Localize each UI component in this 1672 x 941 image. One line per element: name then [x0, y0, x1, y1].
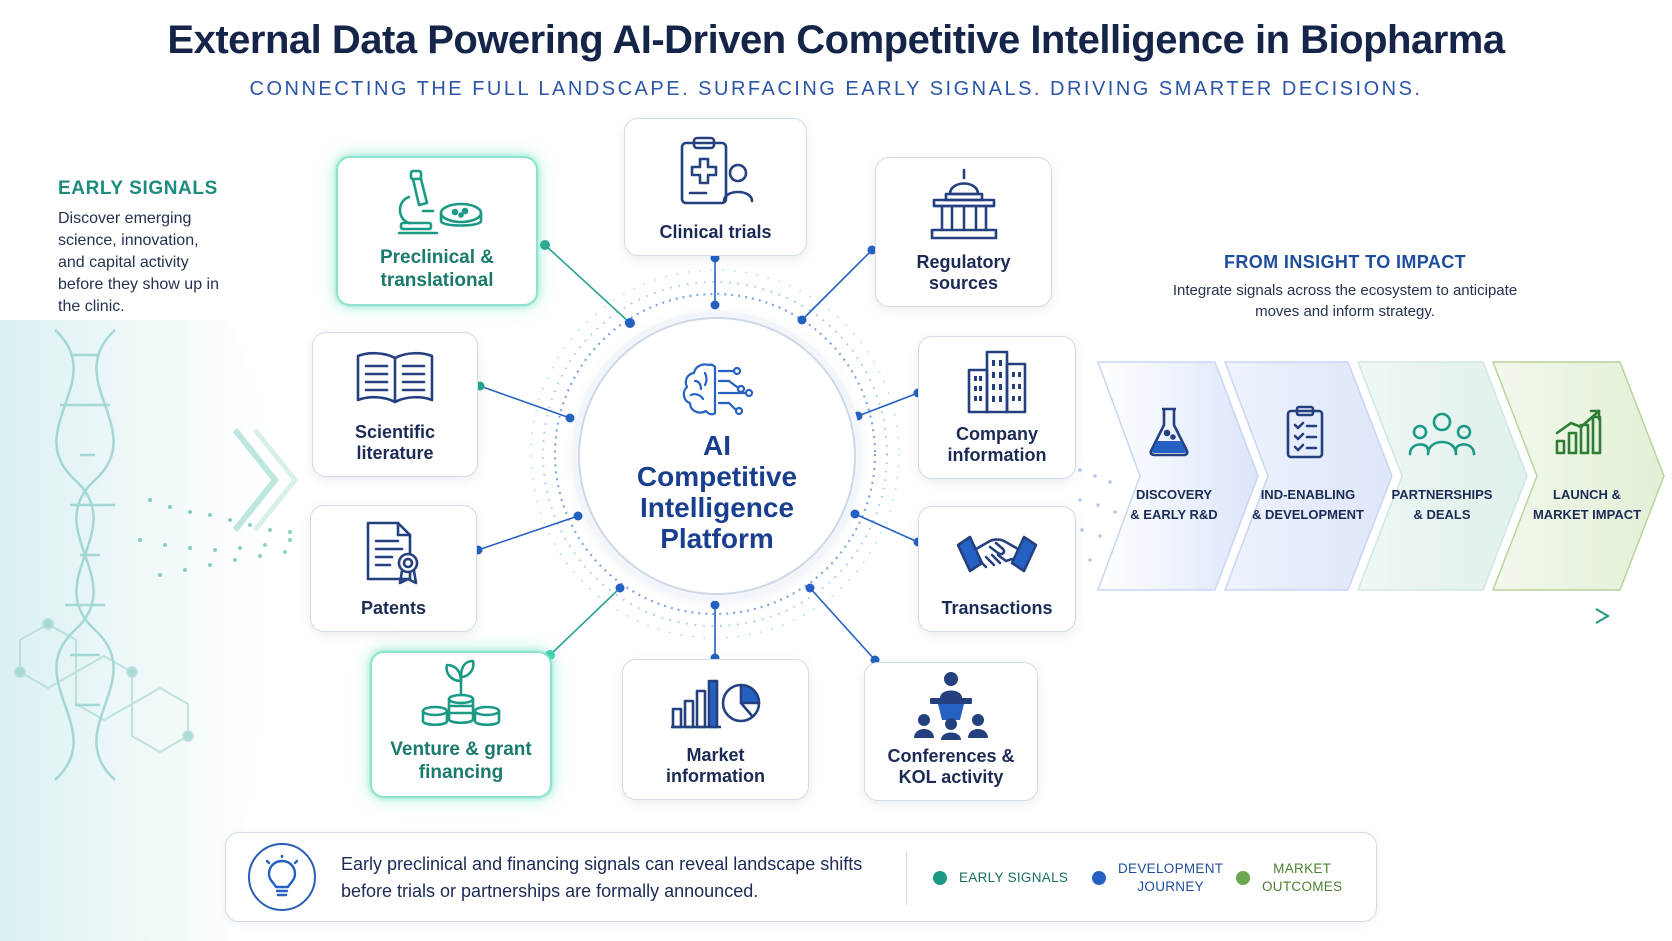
- node-scientific-literature[interactable]: Scientific literature: [312, 332, 478, 477]
- legend-dot-blue: [1092, 871, 1106, 885]
- node-clinical-trials[interactable]: Clinical trials: [624, 118, 807, 256]
- dna-helix-graphic: [54, 329, 116, 781]
- stage-label-partnerships: PARTNERSHIPS & DEALS: [1391, 487, 1493, 522]
- footer-note: Early preclinical and financing signals …: [341, 854, 863, 901]
- node-venture-financing[interactable]: Venture & grant financing: [370, 651, 552, 798]
- left-chevron-1: [232, 428, 279, 532]
- legend-label: EARLY SIGNALS: [959, 870, 1069, 885]
- node-regulatory[interactable]: Regulatory sources: [875, 157, 1052, 307]
- left-chevron-2: [253, 428, 299, 532]
- ai-brain-icon: [679, 359, 755, 424]
- flask-icon: [1147, 405, 1191, 462]
- node-company-information[interactable]: Company information: [918, 336, 1076, 479]
- early-signals-heading: EARLY SIGNALS: [58, 178, 218, 199]
- page-title: External Data Powering AI-Driven Competi…: [167, 18, 1505, 62]
- node-label: Market information: [666, 745, 765, 786]
- ai-platform-hub[interactable]: AI Competitive Intelligence Platform: [578, 317, 856, 595]
- stage-chevron-1: [1096, 361, 1259, 591]
- coins-sprout-icon: [419, 653, 503, 738]
- signal-dots-left: [138, 498, 292, 577]
- hub-halo-ring-2: [542, 281, 888, 627]
- patent-document-icon: [364, 506, 424, 598]
- node-label: Venture & grant financing: [390, 739, 532, 783]
- node-market-information[interactable]: Market information: [622, 659, 809, 800]
- node-preclinical[interactable]: Preclinical & translational: [336, 156, 538, 306]
- progress-arrow-head: [1595, 608, 1610, 624]
- node-label: Patents: [360, 598, 427, 618]
- impact-heading: FROM INSIGHT TO IMPACT: [1223, 252, 1467, 272]
- legend-label: DEVELOPMENT JOURNEY: [1118, 861, 1224, 894]
- checklist-icon: [1285, 405, 1325, 464]
- government-building-icon: [928, 158, 1000, 252]
- legend-dot-teal: [933, 871, 947, 885]
- stage-chevron-2: [1223, 361, 1393, 591]
- footer-callout: Early preclinical and financing signals …: [225, 832, 1377, 922]
- stage-label-launch: LAUNCH & MARKET IMPACT: [1532, 487, 1642, 522]
- hub-halo-ring-1: [553, 292, 877, 616]
- connector-lines: [477, 244, 919, 661]
- node-transactions[interactable]: Transactions: [918, 506, 1076, 632]
- legend-label: MARKET OUTCOMES: [1262, 861, 1343, 894]
- stage-label-discovery: DISCOVERY & EARLY R&D: [1130, 487, 1218, 522]
- legend-development-journey: DEVELOPMENT JOURNEY: [1092, 860, 1223, 896]
- early-signals-text: Discover emerging science, innovation, a…: [58, 210, 219, 315]
- legend-market-outcomes: MARKET OUTCOMES: [1236, 860, 1342, 896]
- page-subtitle: CONNECTING THE FULL LANDSCAPE. SURFACING…: [249, 78, 1423, 100]
- stage-label-ind-enabling: IND-ENABLING & DEVELOPMENT: [1252, 487, 1364, 522]
- molecule-graphic: [14, 618, 194, 754]
- left-bg-panel: [0, 320, 295, 941]
- node-patents[interactable]: Patents: [310, 505, 477, 632]
- bar-pie-chart-icon: [669, 660, 763, 745]
- node-label: Preclinical & translational: [379, 247, 495, 291]
- stage-chevron-4: [1491, 361, 1665, 591]
- node-label: Scientific literature: [354, 422, 436, 463]
- growth-chart-icon: [1553, 407, 1607, 462]
- clipboard-medical-icon: [676, 119, 756, 222]
- node-label: Clinical trials: [659, 222, 772, 242]
- node-label: Regulatory sources: [916, 252, 1011, 293]
- legend-dot-green: [1236, 871, 1250, 885]
- people-icon: [1408, 410, 1476, 463]
- legend-early-signals: EARLY SIGNALS: [933, 869, 1068, 887]
- footer-divider: [906, 851, 907, 905]
- node-label: Company information: [947, 424, 1047, 465]
- impact-text: Integrate signals across the ecosystem t…: [1172, 282, 1518, 320]
- stage-chevron-3: [1356, 361, 1528, 591]
- microscope-petri-icon: [387, 158, 487, 246]
- node-label: Transactions: [941, 598, 1053, 618]
- node-conferences-kol[interactable]: Conferences & KOL activity: [864, 662, 1038, 801]
- hub-label: AI Competitive Intelligence Platform: [636, 429, 798, 554]
- office-buildings-icon: [965, 337, 1029, 424]
- open-book-icon: [354, 333, 436, 422]
- node-label: Conferences & KOL activity: [887, 746, 1015, 787]
- handshake-icon: [956, 507, 1038, 598]
- lightbulb-icon: [248, 843, 316, 911]
- speaker-audience-icon: [912, 663, 990, 746]
